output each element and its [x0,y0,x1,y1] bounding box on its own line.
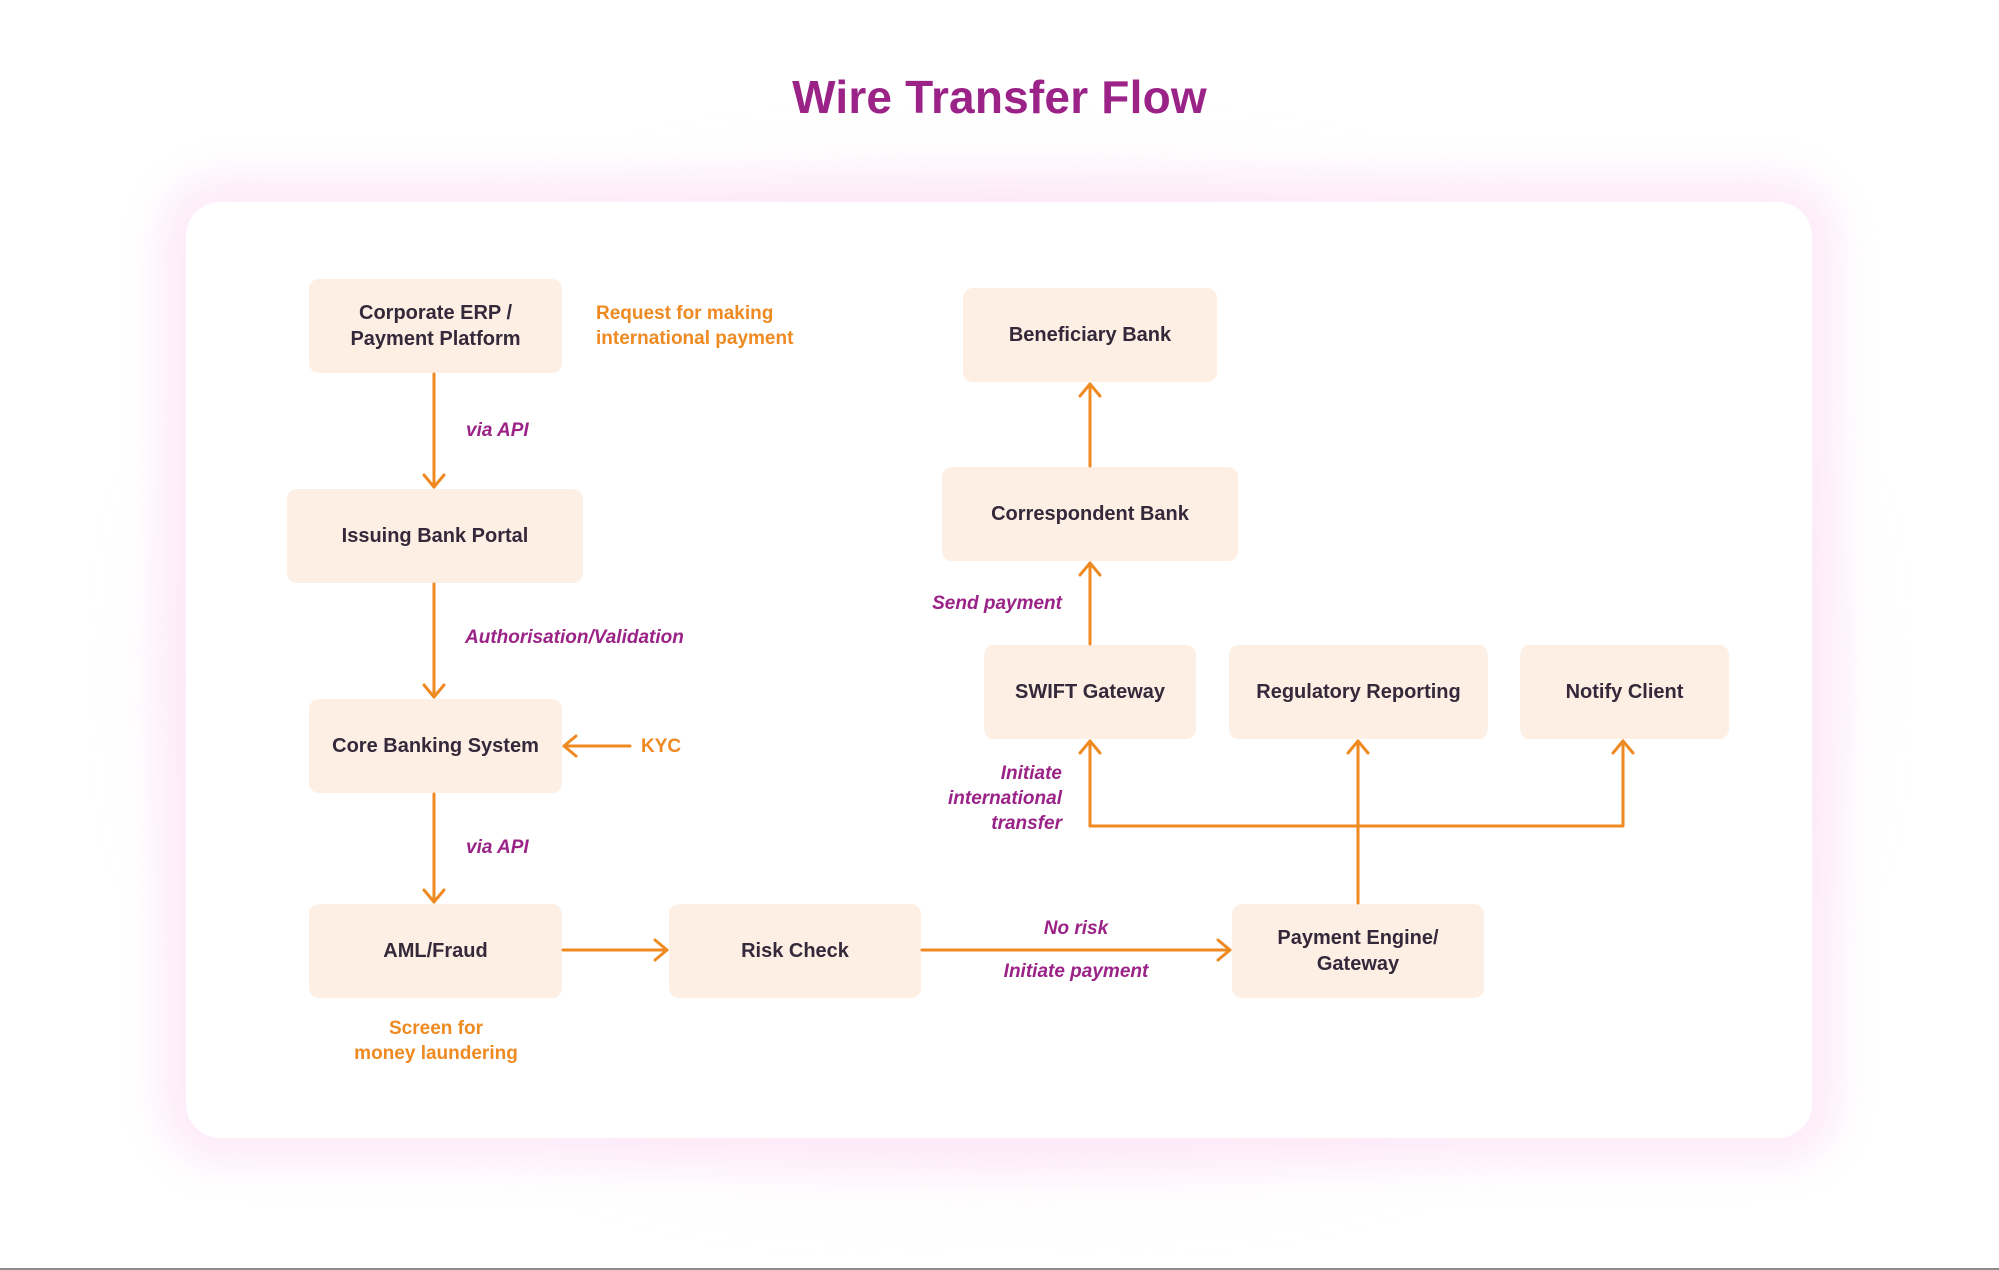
diagram-title: Wire Transfer Flow [792,71,1207,123]
label-no-risk: No risk [1043,918,1109,939]
node-notify-client: Notify Client [1520,645,1729,739]
node-swift-gateway: SWIFT Gateway [984,645,1196,739]
note-request: Request for making international payment [596,303,794,349]
label-initiate-intl-transfer: Initiate international transfer [947,763,1062,834]
node-regulatory-reporting: Regulatory Reporting [1229,645,1488,739]
node-corporate-erp: Corporate ERP / Payment Platform [309,279,562,373]
label-send-payment: Send payment [932,593,1062,614]
node-correspondent-bank: Correspondent Bank [942,467,1238,561]
node-aml-fraud: AML/Fraud [309,904,562,998]
note-screen: Screen for money laundering [354,1018,518,1064]
node-issuing-bank-portal: Issuing Bank Portal [287,489,583,583]
node-beneficiary-bank: Beneficiary Bank [963,288,1217,382]
label-via-api-1: via API [466,420,529,441]
node-risk-check: Risk Check [669,904,921,998]
label-auth-validation: Authorisation/Validation [465,627,684,648]
node-core-banking-system: Core Banking System [309,699,562,793]
note-kyc: KYC [641,736,682,757]
bottom-rule [0,1268,1999,1270]
label-initiate-payment: Initiate payment [1003,961,1149,982]
node-payment-engine: Payment Engine/ Gateway [1232,904,1484,998]
label-via-api-2: via API [466,837,529,858]
